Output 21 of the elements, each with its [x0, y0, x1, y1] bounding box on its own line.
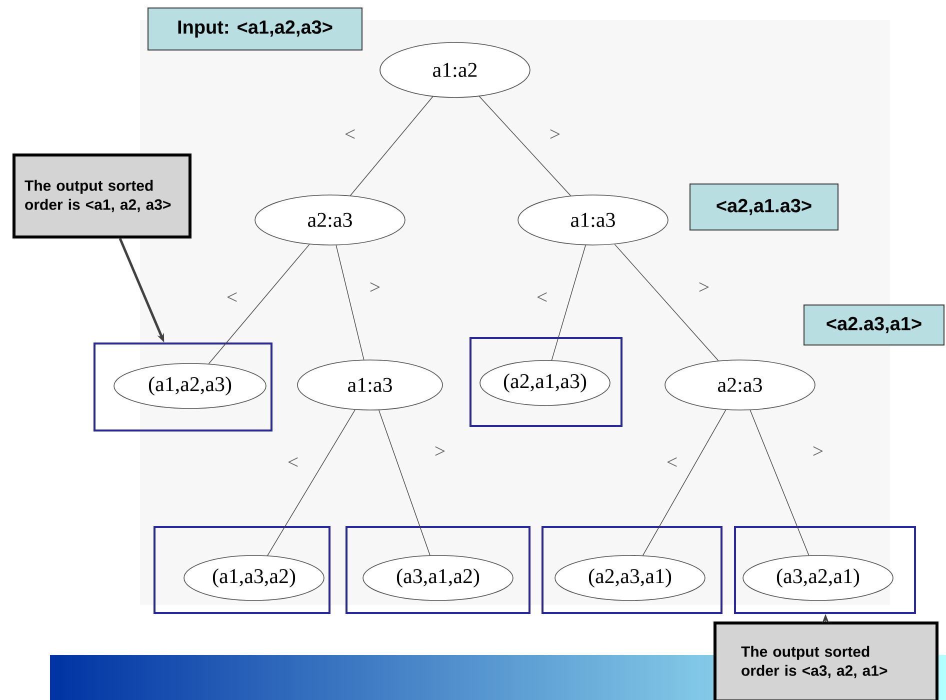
callout-box: The output sorted order is <a1, a2, a3> — [12, 153, 192, 238]
order-label: Input: <a1,a2,a3> — [148, 7, 362, 50]
tree-branch — [551, 244, 586, 361]
leaf-box — [94, 342, 272, 432]
tree-branch — [208, 244, 310, 364]
leaf-box — [542, 526, 722, 614]
tree-branch — [750, 410, 810, 556]
tree-branch — [378, 410, 430, 556]
tree-branch — [336, 244, 364, 360]
leaf-box — [346, 526, 530, 614]
leaf-box — [154, 526, 330, 614]
tree-branch — [267, 410, 356, 556]
tree-branch — [350, 96, 434, 196]
leaf-box — [734, 526, 916, 614]
tree-branch — [642, 410, 726, 556]
tree-branch — [478, 96, 572, 196]
order-label: <a2,a1.a3> — [690, 183, 838, 230]
callout-box: The output sorted order is <a3, a2, a1> — [714, 621, 938, 700]
order-label: <a2.a3,a1> — [804, 304, 944, 346]
leaf-box — [470, 336, 622, 427]
tree-branch — [614, 244, 719, 362]
